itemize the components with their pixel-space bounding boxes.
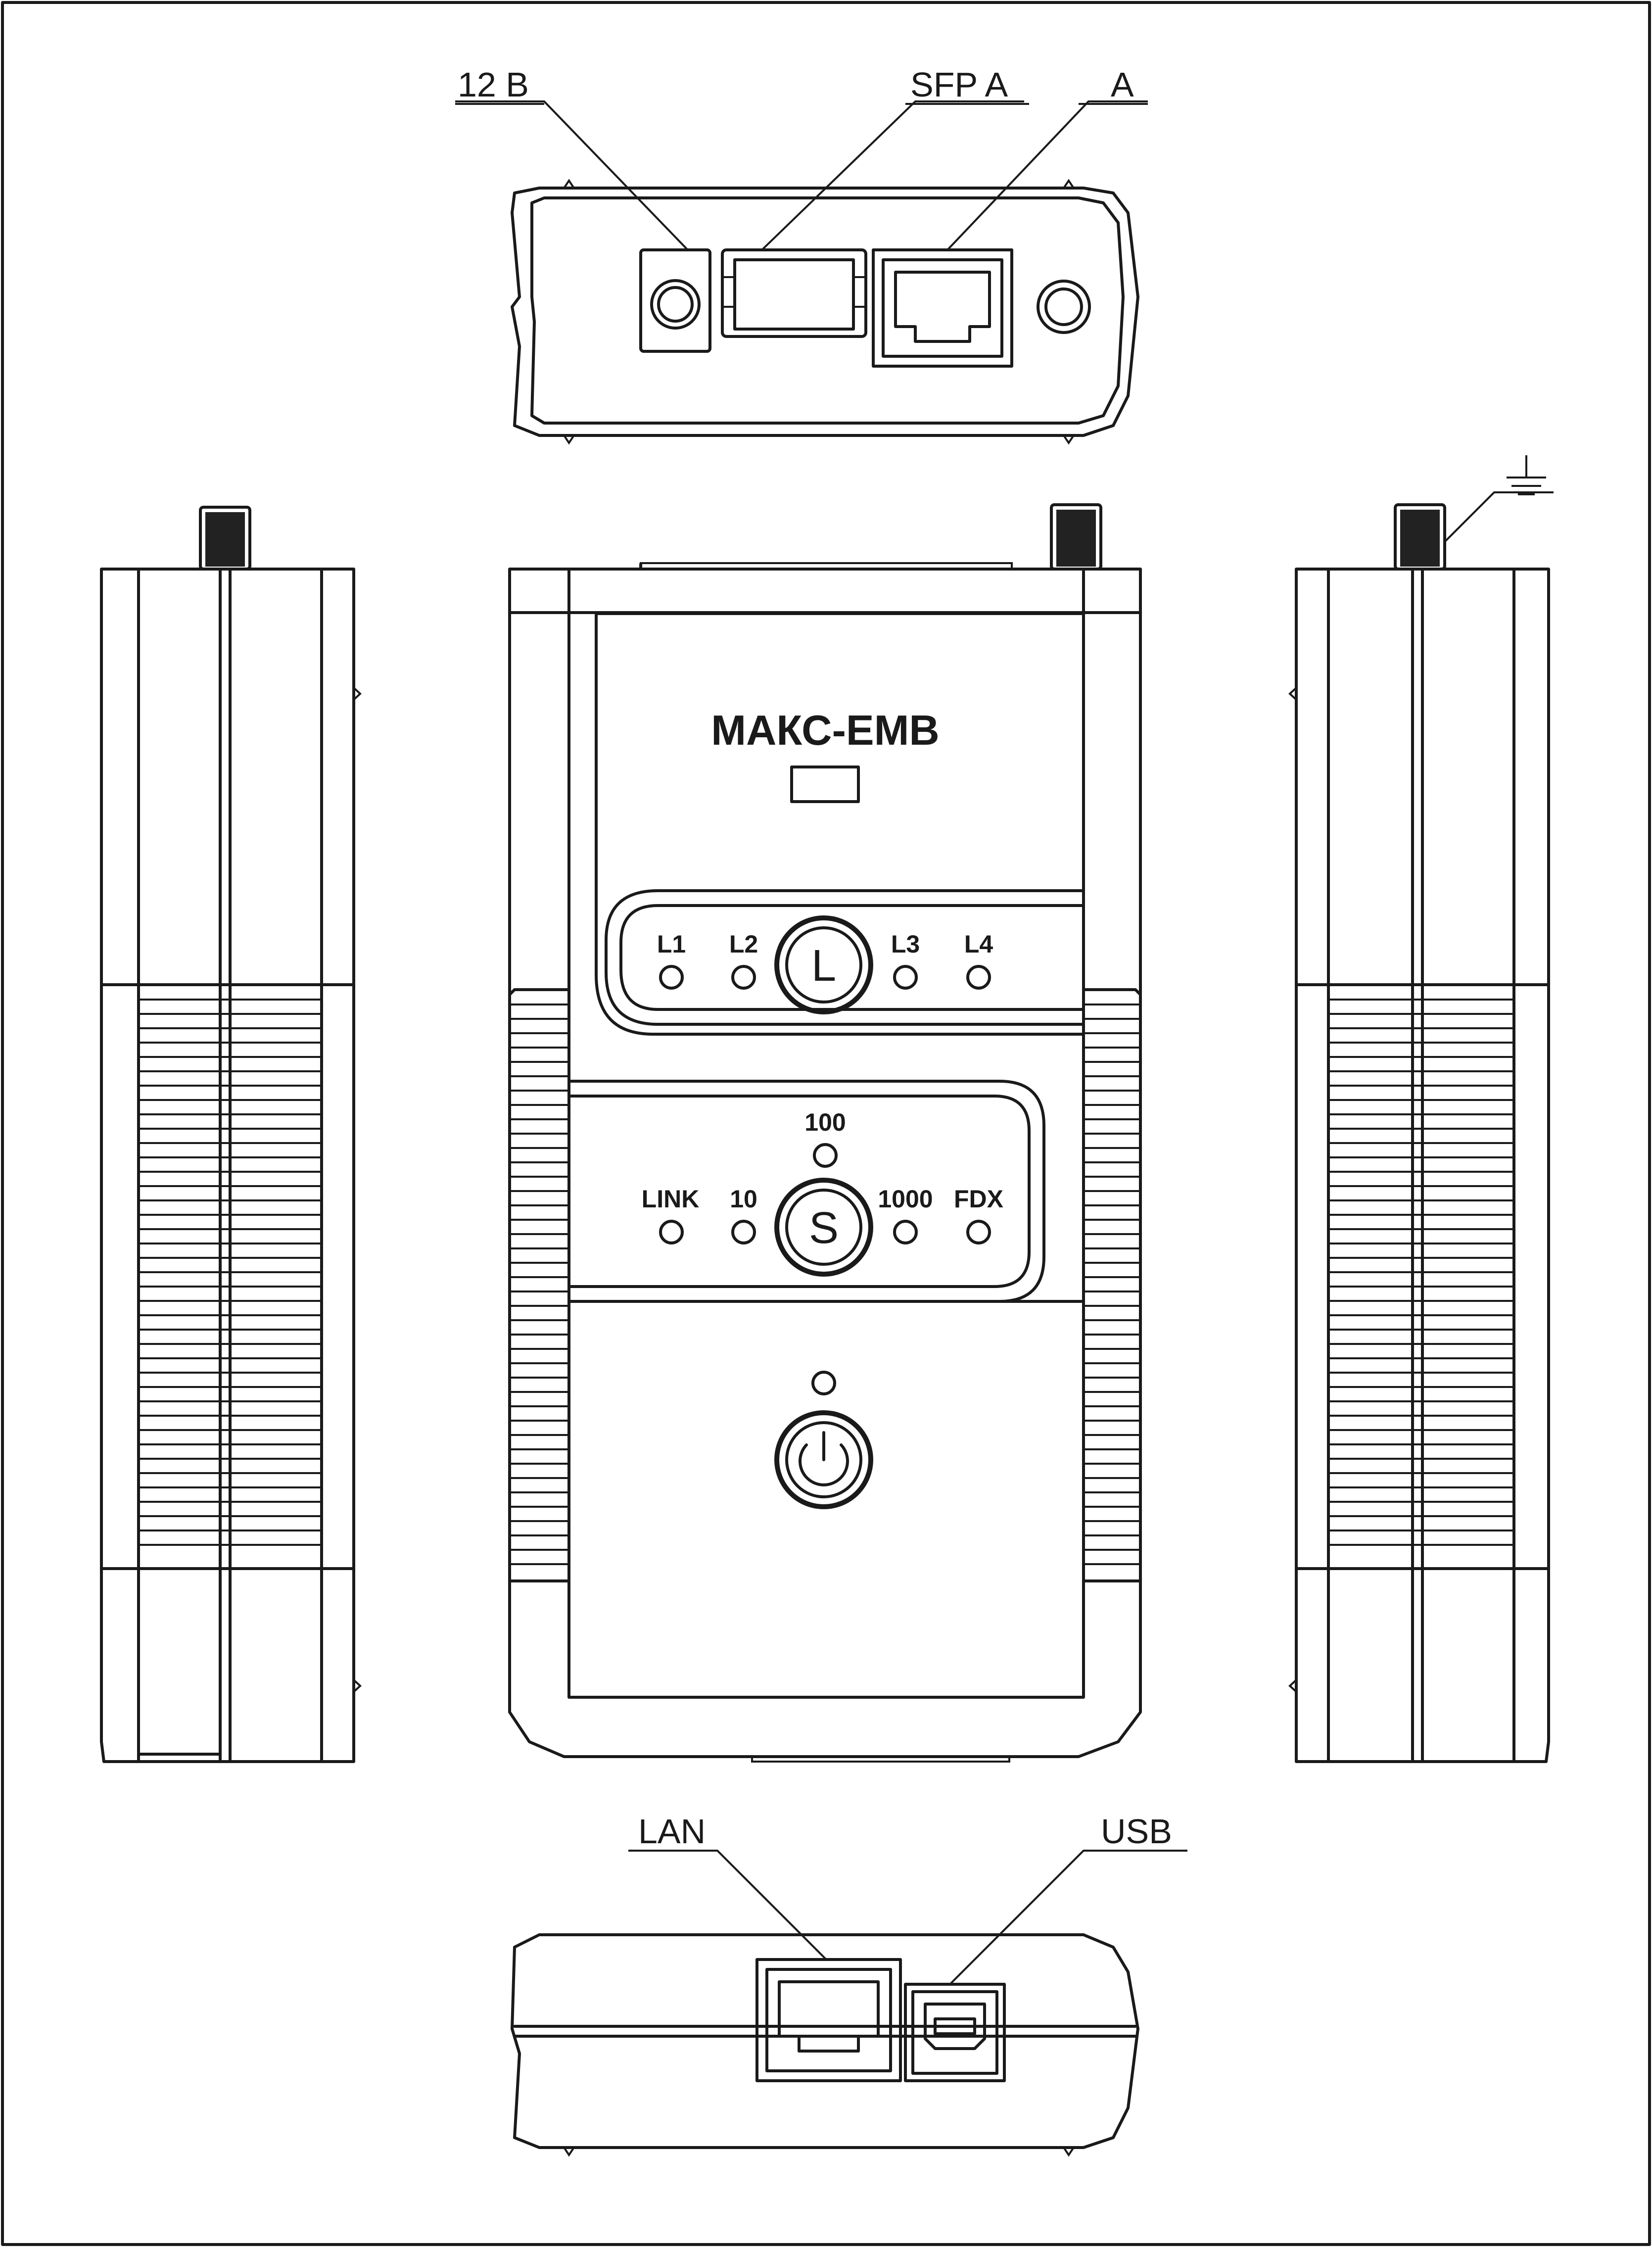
led-label-l3: L3 bbox=[891, 930, 920, 958]
led-label-l4: L4 bbox=[964, 930, 993, 958]
led-label-l2: L2 bbox=[729, 930, 758, 958]
line-panel: L1 L2 L3 L4 L bbox=[605, 889, 1085, 1026]
status-button-label: S bbox=[809, 1203, 839, 1253]
leader-a bbox=[946, 100, 1148, 251]
led-l2 bbox=[731, 965, 756, 990]
coax-connector bbox=[1037, 280, 1091, 334]
led-10 bbox=[731, 1220, 756, 1244]
leader-usb bbox=[949, 1850, 1187, 1985]
leader-sfp bbox=[761, 100, 1024, 251]
sfp-port bbox=[721, 248, 867, 338]
front-view: МАКС-ЕМВ L1 L2 L3 L4 L 100 LI bbox=[508, 503, 1142, 1763]
front-right-grip bbox=[1084, 1004, 1140, 1565]
left-side-view bbox=[100, 506, 362, 1763]
status-panel: 100 LINK 10 1000 FDX S bbox=[567, 1080, 1045, 1303]
power-button[interactable] bbox=[774, 1410, 873, 1509]
lan-port bbox=[755, 1958, 902, 2082]
led-label-1000: 1000 bbox=[878, 1185, 933, 1213]
led-100 bbox=[813, 1143, 838, 1168]
model-title: МАКС-ЕМВ bbox=[711, 707, 940, 754]
led-l1 bbox=[659, 965, 684, 990]
led-fdx bbox=[966, 1220, 991, 1244]
leader-lan bbox=[628, 1850, 827, 1960]
front-left-grip bbox=[510, 1004, 569, 1565]
status-button[interactable]: S bbox=[774, 1178, 873, 1277]
power-jack bbox=[639, 248, 711, 353]
label-lan: LAN bbox=[638, 1812, 706, 1851]
label-12v: 12 В bbox=[458, 65, 529, 104]
led-label-fdx: FDX bbox=[954, 1185, 1003, 1213]
right-side-view bbox=[1288, 455, 1554, 1763]
label-sfp-a: SFP A bbox=[910, 65, 1008, 104]
usb-port bbox=[904, 1983, 1006, 2082]
led-link bbox=[659, 1220, 684, 1244]
line-button-label: L bbox=[811, 941, 836, 991]
led-l4 bbox=[966, 965, 991, 990]
led-label-l1: L1 bbox=[657, 930, 686, 958]
top-view: 12 В SFP A A bbox=[455, 65, 1148, 445]
power-led bbox=[811, 1371, 836, 1395]
led-label-10: 10 bbox=[730, 1185, 757, 1213]
led-l3 bbox=[893, 965, 918, 990]
led-label-100: 100 bbox=[804, 1108, 846, 1136]
bottom-view: LAN USB bbox=[511, 1812, 1187, 2157]
led-label-link: LINK bbox=[642, 1185, 700, 1213]
power-icon bbox=[799, 1431, 849, 1486]
model-window bbox=[790, 765, 860, 803]
label-port-a: A bbox=[1111, 65, 1134, 104]
led-1000 bbox=[893, 1220, 918, 1244]
line-button[interactable]: L bbox=[774, 915, 873, 1014]
left-grip bbox=[139, 999, 322, 1546]
label-usb: USB bbox=[1101, 1812, 1172, 1851]
right-grip bbox=[1328, 999, 1514, 1546]
ground-icon bbox=[1444, 455, 1554, 543]
rj45-port-a bbox=[872, 248, 1013, 368]
leader-12v bbox=[455, 100, 689, 251]
